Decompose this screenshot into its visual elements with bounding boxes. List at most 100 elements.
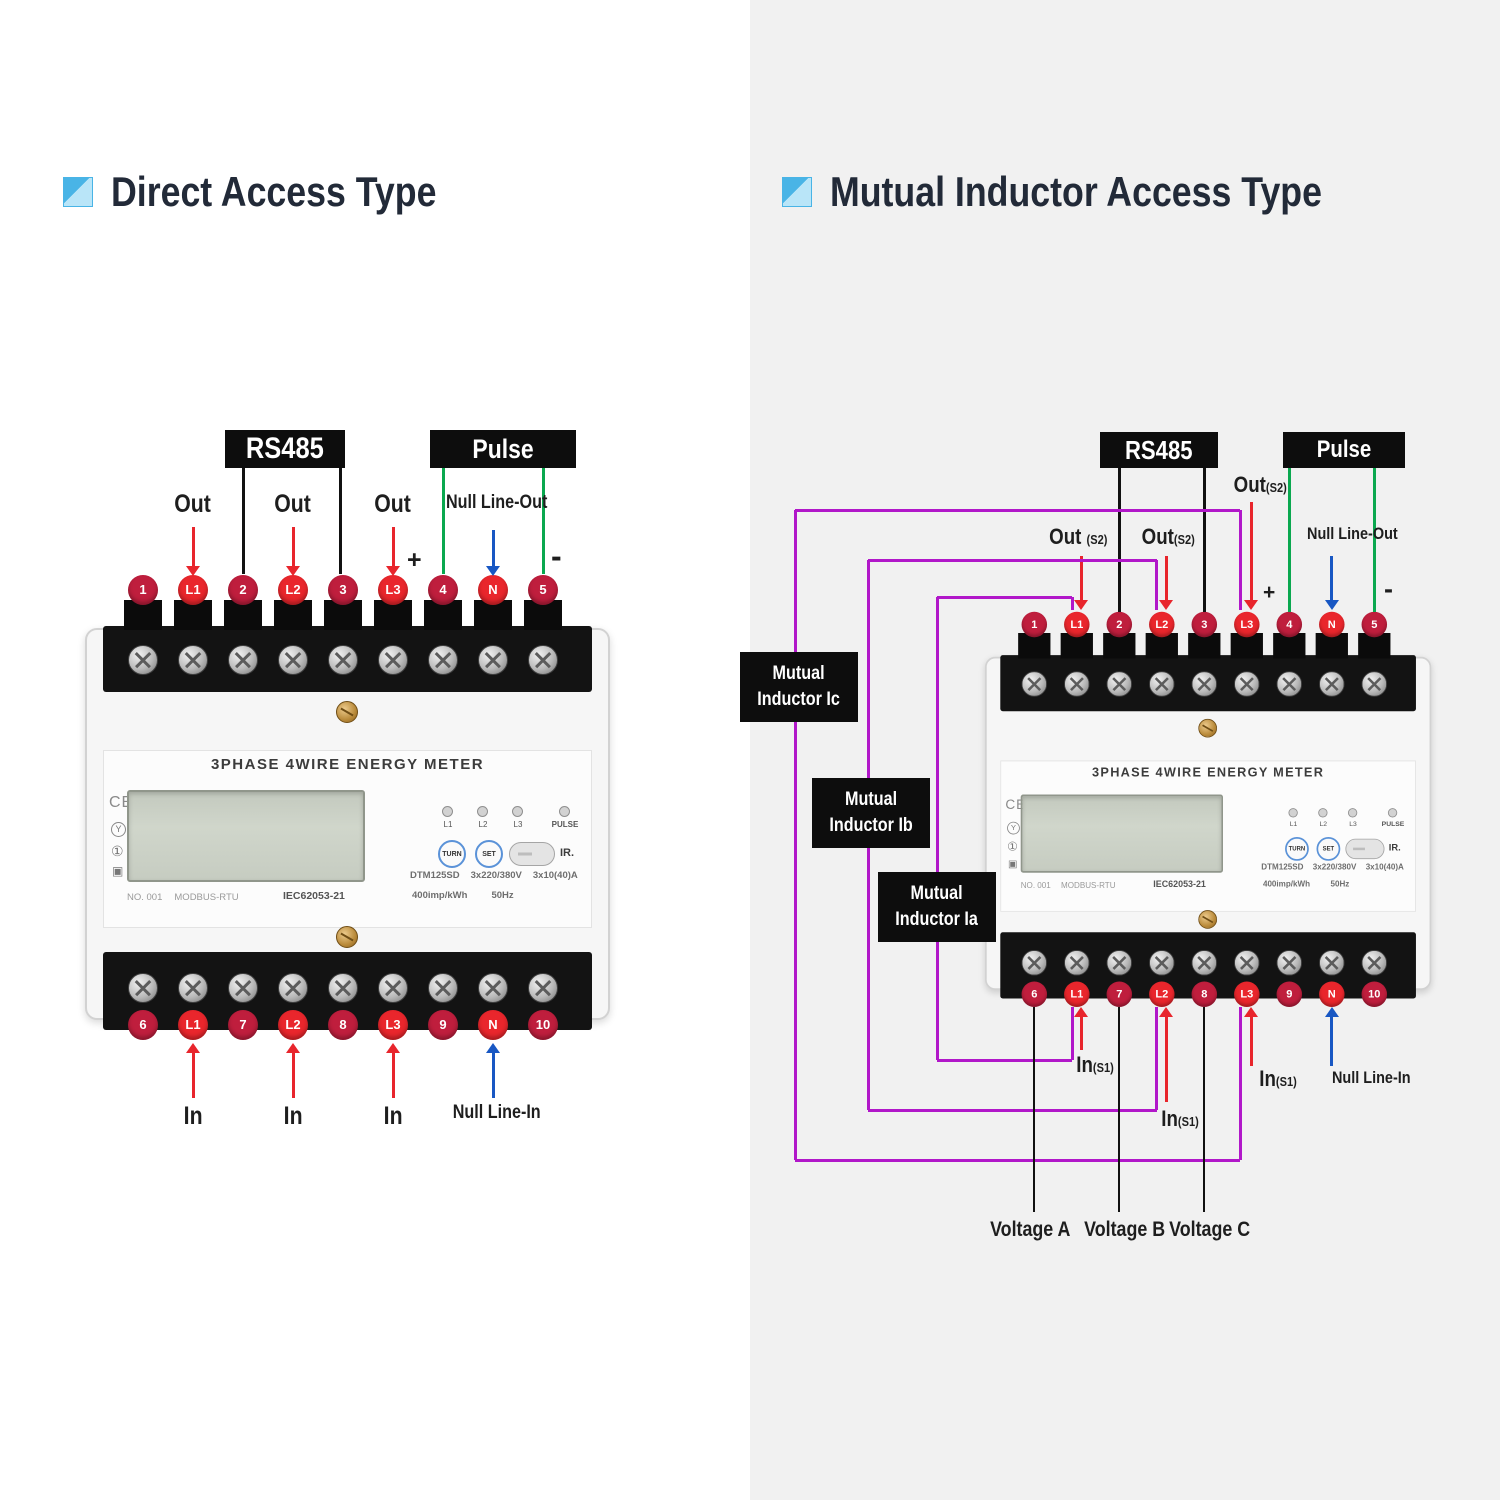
iec-standard: IEC62053-21 <box>1153 879 1206 890</box>
terminal-tab <box>1230 633 1263 659</box>
class-1-icon: ① <box>1007 839 1018 854</box>
in-s1-wire-l1 <box>1079 1016 1083 1050</box>
terminal-screw <box>1361 671 1388 697</box>
terminal-screw <box>1234 671 1260 697</box>
minus-sign-left: - <box>551 538 562 574</box>
null-line-out-label-left: Null Line-Out <box>446 492 548 513</box>
three-phase-icon: Y <box>111 822 126 837</box>
terminal-bottom-10: 10 <box>528 1010 558 1040</box>
terminal-bottom-N: N <box>1319 981 1345 1007</box>
ct-ic-wire-vertical <box>793 510 797 1160</box>
null-line-out-wire-left <box>491 530 495 567</box>
terminal-bottom-N: N <box>478 1010 508 1040</box>
null-line-in-label-right: Null Line-In <box>1331 1068 1411 1087</box>
terminal-screw <box>1021 671 1048 697</box>
in-label-3-left: In <box>383 1102 403 1130</box>
terminal-screw <box>378 645 408 675</box>
double-insulation-icon: ▣ <box>112 864 124 878</box>
ct-ia-wire-vertical <box>935 597 939 1060</box>
pulse-wire-plus-left <box>441 468 445 574</box>
meter-title: 3PHASE 4WIRE ENERGY METER <box>1092 765 1325 781</box>
terminal-top-4: 4 <box>428 575 458 605</box>
terminal-top-2: 2 <box>1106 611 1133 638</box>
out-wire-l3-left <box>391 527 395 567</box>
terminal-top-3: 3 <box>1191 611 1218 638</box>
pulse-wire-plus-right <box>1287 468 1291 612</box>
ir-window <box>509 842 555 866</box>
ir-window <box>1345 838 1385 860</box>
terminal-screw <box>1276 671 1303 697</box>
terminal-tab <box>274 600 312 630</box>
terminal-tab <box>124 600 162 630</box>
section-bullet-icon <box>782 177 812 207</box>
terminal-screw <box>1064 671 1090 697</box>
ir-label: IR. <box>1388 842 1401 854</box>
right-section-header: Mutual Inductor Access Type <box>782 168 1409 216</box>
rs485-label-box-right: RS485 <box>1100 432 1218 468</box>
out-s2-wire-l2 <box>1164 556 1168 601</box>
null-line-out-label-right: Null Line-Out <box>1306 524 1398 543</box>
terminal-top-3: 3 <box>328 575 358 605</box>
out-s2-label-l1: Out (S2) <box>1048 524 1108 549</box>
meter-left-slot: 3PHASE 4WIRE ENERGY METER CE Y ① ▣ L1 L2… <box>85 575 610 1045</box>
null-line-in-wire-right <box>1330 1016 1334 1066</box>
rs485-wire-b-left <box>338 468 342 574</box>
terminal-bottom-7: 7 <box>1106 981 1133 1007</box>
ct-ia-wire-rise <box>1070 1007 1074 1060</box>
rs485-label-box-left: RS485 <box>225 430 345 468</box>
terminal-tab <box>174 600 212 630</box>
terminal-screw <box>228 973 258 1003</box>
terminal-screw <box>1149 950 1175 976</box>
terminal-screw <box>1191 950 1218 976</box>
section-bullet-icon <box>63 177 93 207</box>
pulse-led-label: PULSE <box>1381 820 1405 828</box>
terminal-screw <box>128 645 158 675</box>
in-wire-l2-left <box>291 1052 295 1098</box>
ct-ic-wire-bottom <box>795 1158 1240 1162</box>
out-label-2-left: Out <box>274 490 312 518</box>
null-line-in-wire-left <box>491 1052 495 1098</box>
ir-label: IR. <box>560 847 575 859</box>
rs485-wire-a-left <box>241 468 245 574</box>
in-wire-l3-left <box>391 1052 395 1098</box>
indicator-label-l2: L2 <box>478 820 488 829</box>
cover-screw-bottom <box>1198 910 1218 929</box>
terminal-screw <box>378 973 408 1003</box>
indicator-led-l2 <box>1318 808 1328 818</box>
terminal-tab <box>374 600 412 630</box>
pulse-led <box>1387 808 1398 818</box>
terminal-tab <box>1145 633 1178 659</box>
null-line-out-wire-right <box>1330 556 1334 601</box>
left-section-title: Direct Access Type <box>111 168 437 215</box>
voltage-a-wire <box>1033 1007 1036 1212</box>
terminal-screw <box>278 973 308 1003</box>
indicator-led-l3 <box>512 806 523 817</box>
rs485-wire-b-right <box>1202 468 1206 612</box>
ct-ia-wire-drop <box>1070 597 1074 610</box>
pulse-label-box-right: Pulse <box>1283 432 1405 468</box>
terminal-bottom-8: 8 <box>328 1010 358 1040</box>
class-1-icon: ① <box>111 843 124 859</box>
terminal-bottom-L1: L1 <box>178 1010 208 1040</box>
terminal-tab <box>224 600 262 630</box>
terminal-tab <box>1188 633 1221 659</box>
terminal-screw <box>1191 671 1218 697</box>
terminal-screw <box>178 645 208 675</box>
ct-ic-wire-drop <box>1238 510 1242 610</box>
terminal-screw <box>1106 671 1133 697</box>
terminal-tab <box>1060 633 1093 659</box>
terminal-screw <box>328 973 358 1003</box>
double-insulation-icon: ▣ <box>1007 857 1018 870</box>
in-s1-label-l2: In(S1) <box>1161 1106 1199 1131</box>
terminal-bottom-9: 9 <box>428 1010 458 1040</box>
ct-ib-wire-top <box>868 558 1157 562</box>
terminal-tab <box>324 600 362 630</box>
terminal-tab <box>1018 633 1051 659</box>
